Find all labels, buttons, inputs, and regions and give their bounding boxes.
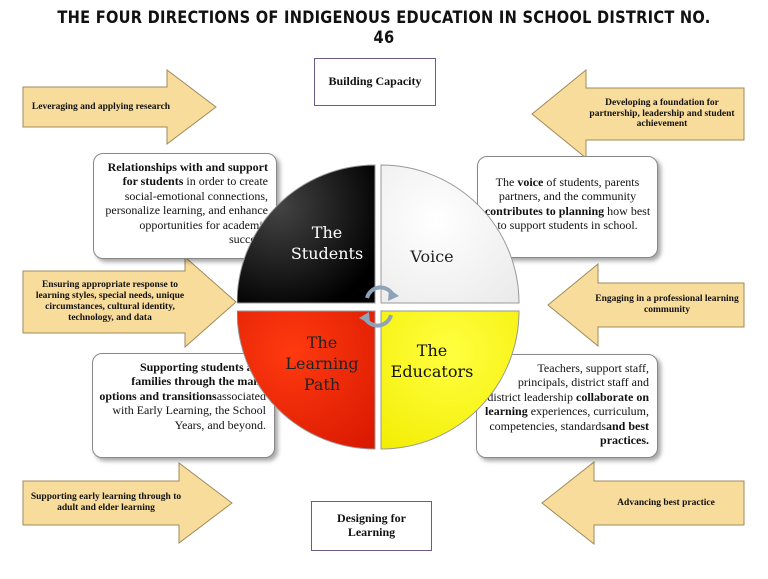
arrow-top-right-shape xyxy=(531,69,745,159)
arrow-top-left: Leveraging and applying research xyxy=(22,69,218,145)
arrow-bottom-left-shape xyxy=(22,462,233,544)
learning-path-box: Supporting students and families through… xyxy=(92,353,275,458)
quadrant-learning-path-label: The Learning Path xyxy=(285,333,359,394)
arrow-bottom-left-text: Supporting early learning through to adu… xyxy=(30,492,182,513)
designing-for-learning-box: Designing for Learning xyxy=(311,501,432,551)
learning-path-box-text: Supporting students and families through… xyxy=(93,354,274,432)
voice-box: The voice of students, parents partners,… xyxy=(477,156,658,258)
educators-box-mid: experiences, curriculum, competencies, s… xyxy=(489,404,649,433)
cycle-arrow-head-1 xyxy=(388,289,399,301)
educators-box: Teachers, support staff, principals, dis… xyxy=(476,354,658,458)
arrow-top-right: Developing a foundation for partnership,… xyxy=(530,69,746,159)
arrow-top-left-shape xyxy=(22,69,217,145)
arrow-top-right-text: Developing a foundation for partnership,… xyxy=(589,97,735,130)
learning-path-box-rest: associated with Early Learning, the Scho… xyxy=(112,388,266,432)
quadrant-students-label: The Students xyxy=(290,223,364,263)
arrow-bottom-left: Supporting early learning through to adu… xyxy=(22,462,234,544)
voice-box-text: The voice of students, parents partners,… xyxy=(478,157,657,233)
voice-box-rest: how best to support students in school. xyxy=(497,203,651,233)
educators-box-bold1: collaborate on learning xyxy=(485,389,649,419)
quadrant-students xyxy=(237,164,376,304)
voice-box-mid: of students, parents partners, and the c… xyxy=(498,175,640,204)
students-box-bold: Relationships with and support for stude… xyxy=(107,160,268,189)
arrow-bottom-right: Advancing best practice xyxy=(540,461,746,545)
students-box-rest: in order to create social-emotional conn… xyxy=(105,174,268,246)
voice-box-bold2: contributes to planning xyxy=(484,203,605,218)
voice-box-bold1: voice xyxy=(517,175,544,189)
arrow-bottom-right-shape xyxy=(541,461,745,545)
arrow-top-left-text: Leveraging and applying research xyxy=(31,101,171,112)
arrow-bottom-right-text: Advancing best practice xyxy=(617,497,715,508)
quadrant-educators xyxy=(380,310,520,450)
quadrant-voice xyxy=(380,164,520,304)
medicine-wheel: The Students Voice The Learning Path The… xyxy=(237,163,521,451)
educators-box-bold2: and best practices. xyxy=(600,418,649,447)
students-box: Relationships with and support for stude… xyxy=(93,153,277,259)
building-capacity-box: Building Capacity xyxy=(314,58,436,106)
arrow-mid-left-text: Ensuring appropriate response to learnin… xyxy=(35,280,185,323)
voice-box-pre: The xyxy=(495,175,518,189)
designing-for-learning-label: Designing for Learning xyxy=(337,511,406,539)
learning-path-box-bold: Supporting students and families through… xyxy=(99,360,266,403)
page-title: THE FOUR DIRECTIONS OF INDIGENOUS EDUCAT… xyxy=(57,8,711,48)
quadrant-educators-label: The Educators xyxy=(390,341,474,381)
students-box-text: Relationships with and support for stude… xyxy=(94,154,276,246)
quadrant-learning-path xyxy=(237,310,376,450)
educators-box-pre: Teachers, support staff, principals, dis… xyxy=(487,361,649,404)
cycle-arrow-head-2 xyxy=(359,312,370,324)
arrow-mid-right-text: Engaging in a professional learning comm… xyxy=(595,294,739,315)
educators-box-text: Teachers, support staff, principals, dis… xyxy=(477,355,657,447)
arrow-mid-right: Engaging in a professional learning comm… xyxy=(546,263,746,347)
arrow-mid-left-shape xyxy=(22,256,237,348)
arrow-mid-left: Ensuring appropriate response to learnin… xyxy=(22,256,238,348)
building-capacity-label: Building Capacity xyxy=(328,74,422,89)
quadrant-voice-label: Voice xyxy=(410,247,454,266)
arrow-mid-right-shape xyxy=(547,263,745,347)
